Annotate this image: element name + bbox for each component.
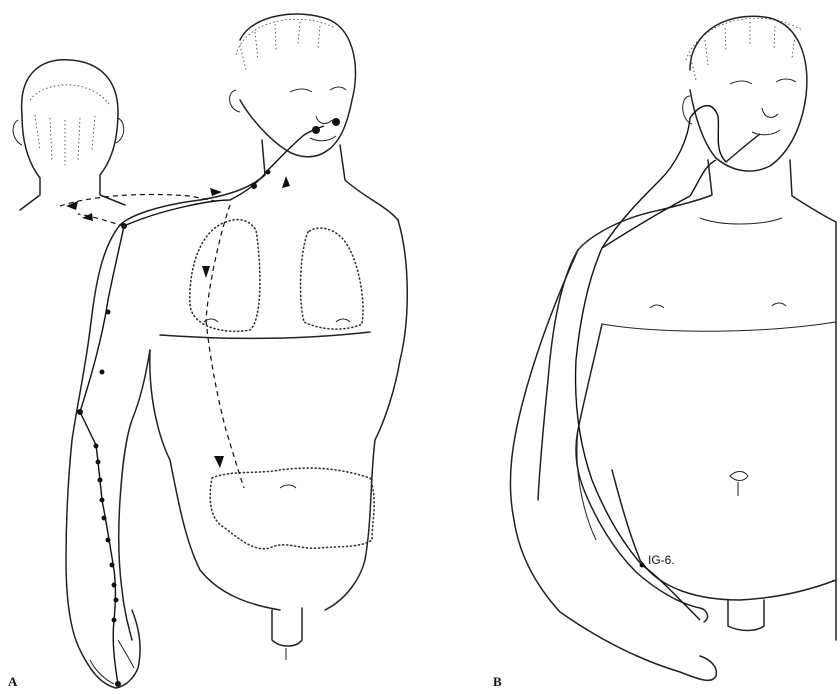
- head-b: [660, 16, 836, 222]
- main-head: [200, 14, 398, 220]
- back-head: [13, 60, 125, 210]
- large-intestine: [210, 468, 374, 549]
- panel-a-figure: [13, 14, 407, 688]
- torso-a: [120, 200, 407, 660]
- acupoint-label-ig6: IG-6.: [648, 553, 675, 567]
- lungs: [190, 220, 363, 332]
- torso-b: [538, 210, 836, 640]
- arm-a: [66, 225, 150, 688]
- panel-b-figure: [510, 16, 836, 680]
- meridian-path-a: [60, 118, 340, 687]
- meridian-path-b: [576, 106, 760, 620]
- panel-b-label: B: [493, 674, 502, 690]
- arm-b: [510, 250, 716, 680]
- panel-a-label: A: [8, 674, 17, 690]
